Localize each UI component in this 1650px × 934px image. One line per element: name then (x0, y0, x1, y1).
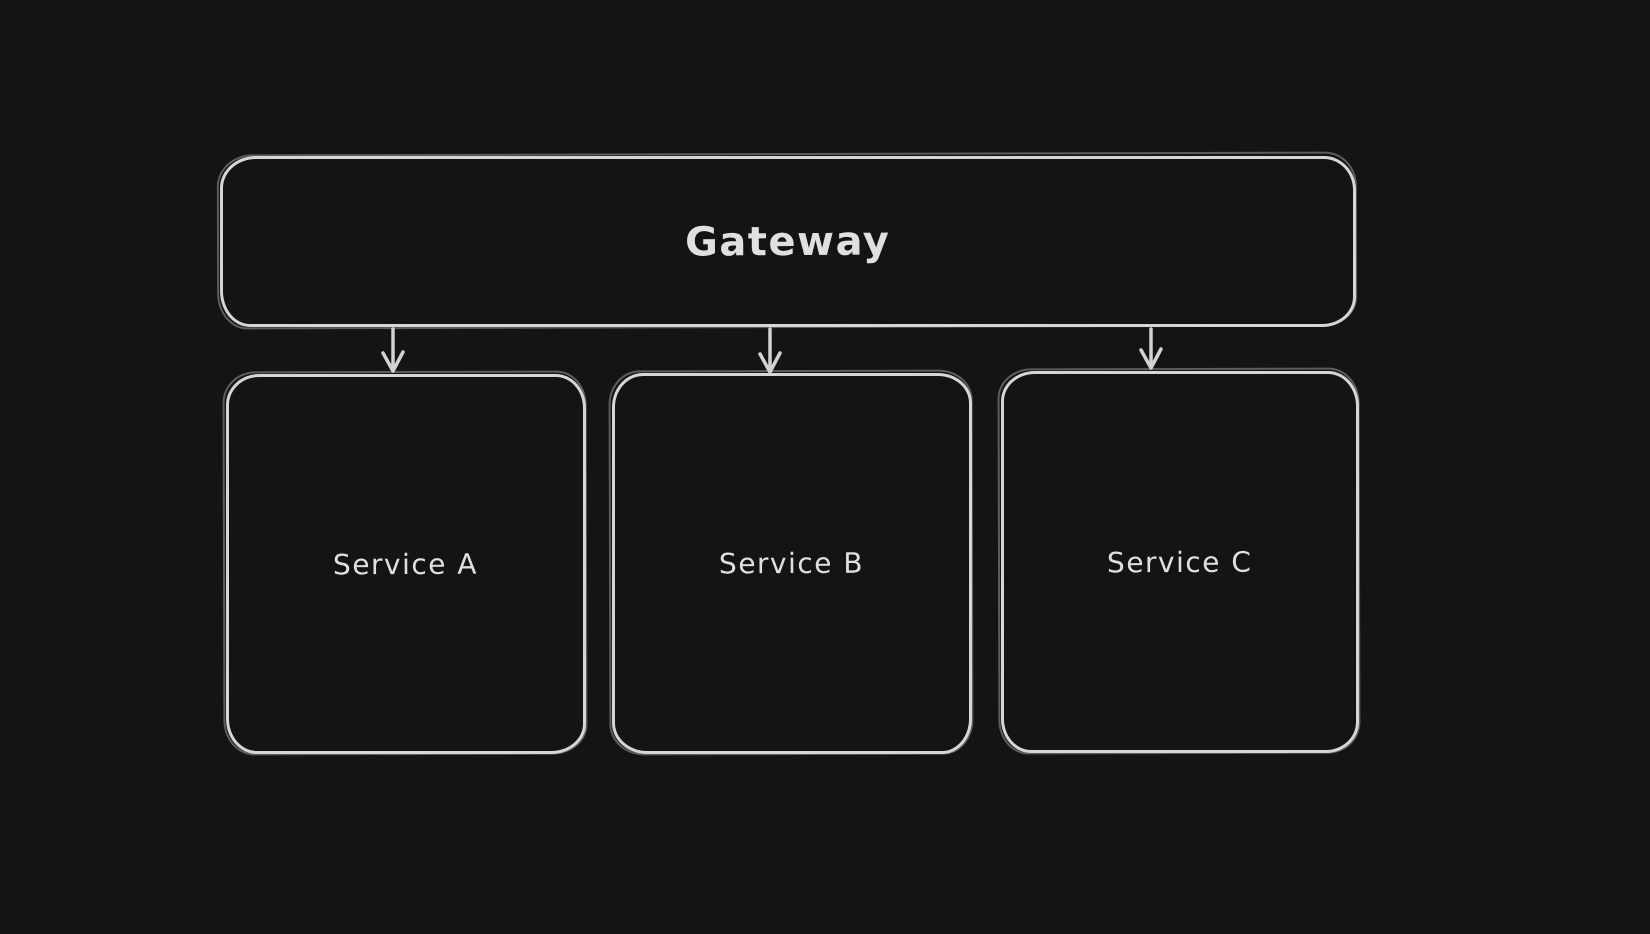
node-service-a[interactable]: Service A (226, 374, 586, 754)
node-gateway-label: Gateway (685, 217, 891, 266)
node-service-a-label: Service A (333, 547, 479, 581)
node-service-b-label: Service B (719, 546, 865, 581)
node-service-c[interactable]: Service C (1001, 371, 1359, 753)
arrow-gateway-to-service-c[interactable] (1139, 327, 1163, 370)
node-gateway[interactable]: Gateway (220, 156, 1356, 327)
node-service-c-label: Service C (1107, 545, 1253, 579)
arrow-gateway-to-service-a[interactable] (381, 327, 405, 373)
arrow-gateway-to-service-b[interactable] (758, 327, 782, 374)
node-service-b[interactable]: Service B (612, 373, 972, 754)
